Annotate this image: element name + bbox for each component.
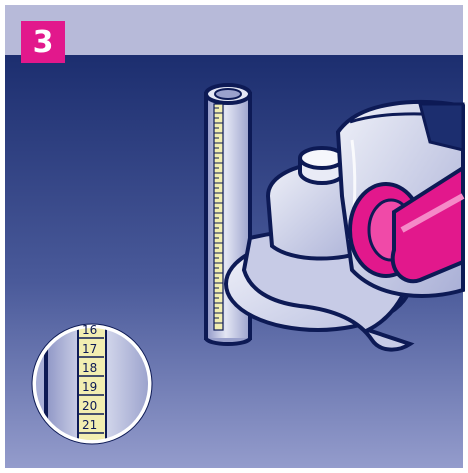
scale-label: 20 <box>82 399 98 413</box>
scale-label: 18 <box>82 361 98 375</box>
step-number: 3 <box>32 24 54 60</box>
header-band <box>5 5 463 55</box>
scale-label: 21 <box>82 418 98 432</box>
scale-label: 17 <box>82 342 98 356</box>
magnifier-icon <box>31 323 153 445</box>
step-badge-bg <box>21 21 65 63</box>
scale-label: 19 <box>82 380 98 394</box>
scale-label: 16 <box>82 323 98 337</box>
angle-grinder-icon <box>224 100 465 352</box>
pipe-icon <box>204 83 252 346</box>
